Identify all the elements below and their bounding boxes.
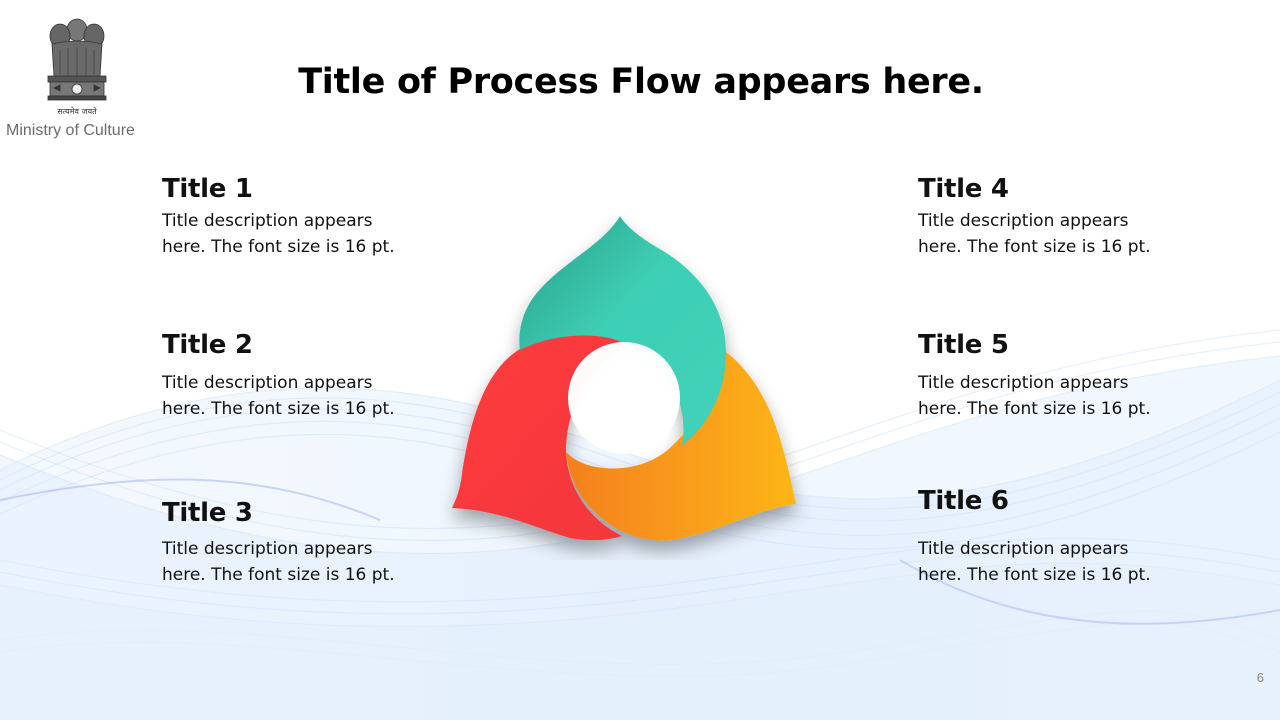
item-description: Title description appears here. The font… bbox=[918, 539, 1151, 585]
item-title: Title 6 bbox=[918, 486, 1009, 516]
ministry-label: Ministry of Culture bbox=[6, 122, 135, 139]
process-item-5: Title 5 Title description appears here. … bbox=[918, 330, 1158, 422]
item-description: Title description appears here. The font… bbox=[162, 373, 395, 419]
emblem-motto: सत्यमेव जयते bbox=[57, 106, 97, 116]
process-item-3: Title 3 Title description appears here. … bbox=[162, 498, 402, 588]
item-description: Title description appears here. The font… bbox=[918, 211, 1151, 257]
item-title: Title 4 bbox=[918, 174, 1009, 204]
process-item-1: Title 1 Title description appears here. … bbox=[162, 174, 402, 260]
item-title: Title 1 bbox=[162, 174, 253, 204]
page-title: Title of Process Flow appears here. bbox=[298, 62, 984, 102]
process-item-2: Title 2 Title description appears here. … bbox=[162, 330, 402, 422]
orange-petal bbox=[566, 352, 796, 541]
item-description: Title description appears here. The font… bbox=[162, 539, 395, 585]
process-item-4: Title 4 Title description appears here. … bbox=[918, 174, 1158, 260]
cycle-diagram bbox=[452, 216, 796, 541]
item-description: Title description appears here. The font… bbox=[918, 373, 1151, 419]
item-title: Title 5 bbox=[918, 330, 1009, 360]
national-emblem-logo: सत्यमेव जयते bbox=[47, 18, 107, 116]
item-description: Title description appears here. The font… bbox=[162, 211, 395, 257]
item-title: Title 3 bbox=[162, 498, 253, 528]
item-title: Title 2 bbox=[162, 330, 253, 360]
page-number: 6 bbox=[1256, 670, 1264, 685]
process-item-6: Title 6 Title description appears here. … bbox=[918, 486, 1158, 588]
